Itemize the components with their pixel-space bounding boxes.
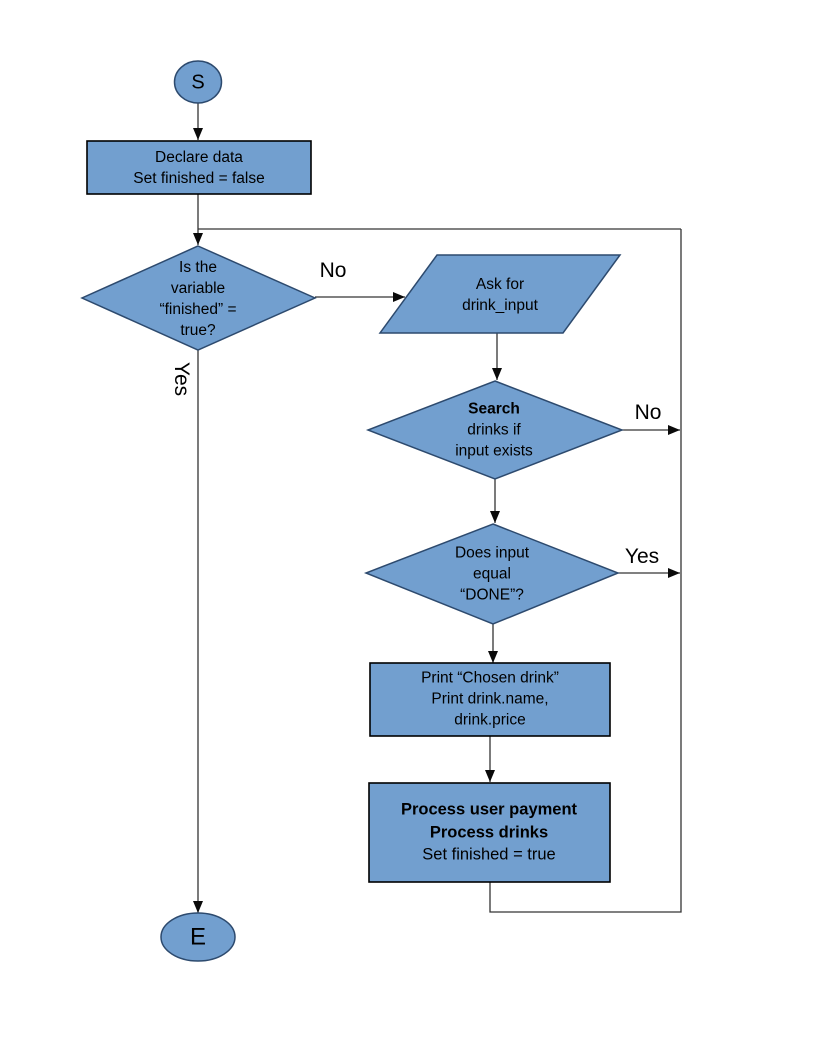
connector-process-loopback — [489, 229, 682, 913]
edge-label-search-no: No — [634, 401, 662, 424]
finished-decision-label: Is the variable “finished” = true? — [159, 259, 237, 339]
declare-data-label: Declare data Set finished = false — [133, 149, 265, 187]
done-decision-diamond — [363, 523, 621, 625]
start-terminal-ellipse — [173, 60, 223, 104]
search-decision-diamond — [365, 380, 625, 480]
done-decision-label: Does input equal “DONE”? — [454, 544, 530, 604]
edge-label-finished-no: No — [319, 259, 347, 282]
edge-label-finished-yes: Yes — [170, 361, 193, 397]
search-decision-label: Search drinks if input exists — [455, 400, 533, 460]
ask-input-parallelogram — [378, 254, 622, 334]
edge-label-done-yes: Yes — [624, 545, 660, 568]
print-drink-rect — [369, 662, 611, 737]
finished-decision-diamond — [80, 245, 317, 351]
ask-input-label: Ask for drink_input — [462, 276, 538, 314]
declare-data-rect — [86, 140, 312, 195]
end-terminal-ellipse — [160, 912, 236, 962]
print-drink-label: Print “Chosen drink” Print drink.name, d… — [421, 669, 559, 729]
end-label: E — [189, 923, 207, 951]
start-label: S — [191, 71, 205, 94]
process-payment-rect — [368, 782, 611, 883]
process-payment-label: Process user payment Process drinks Set … — [400, 800, 578, 864]
